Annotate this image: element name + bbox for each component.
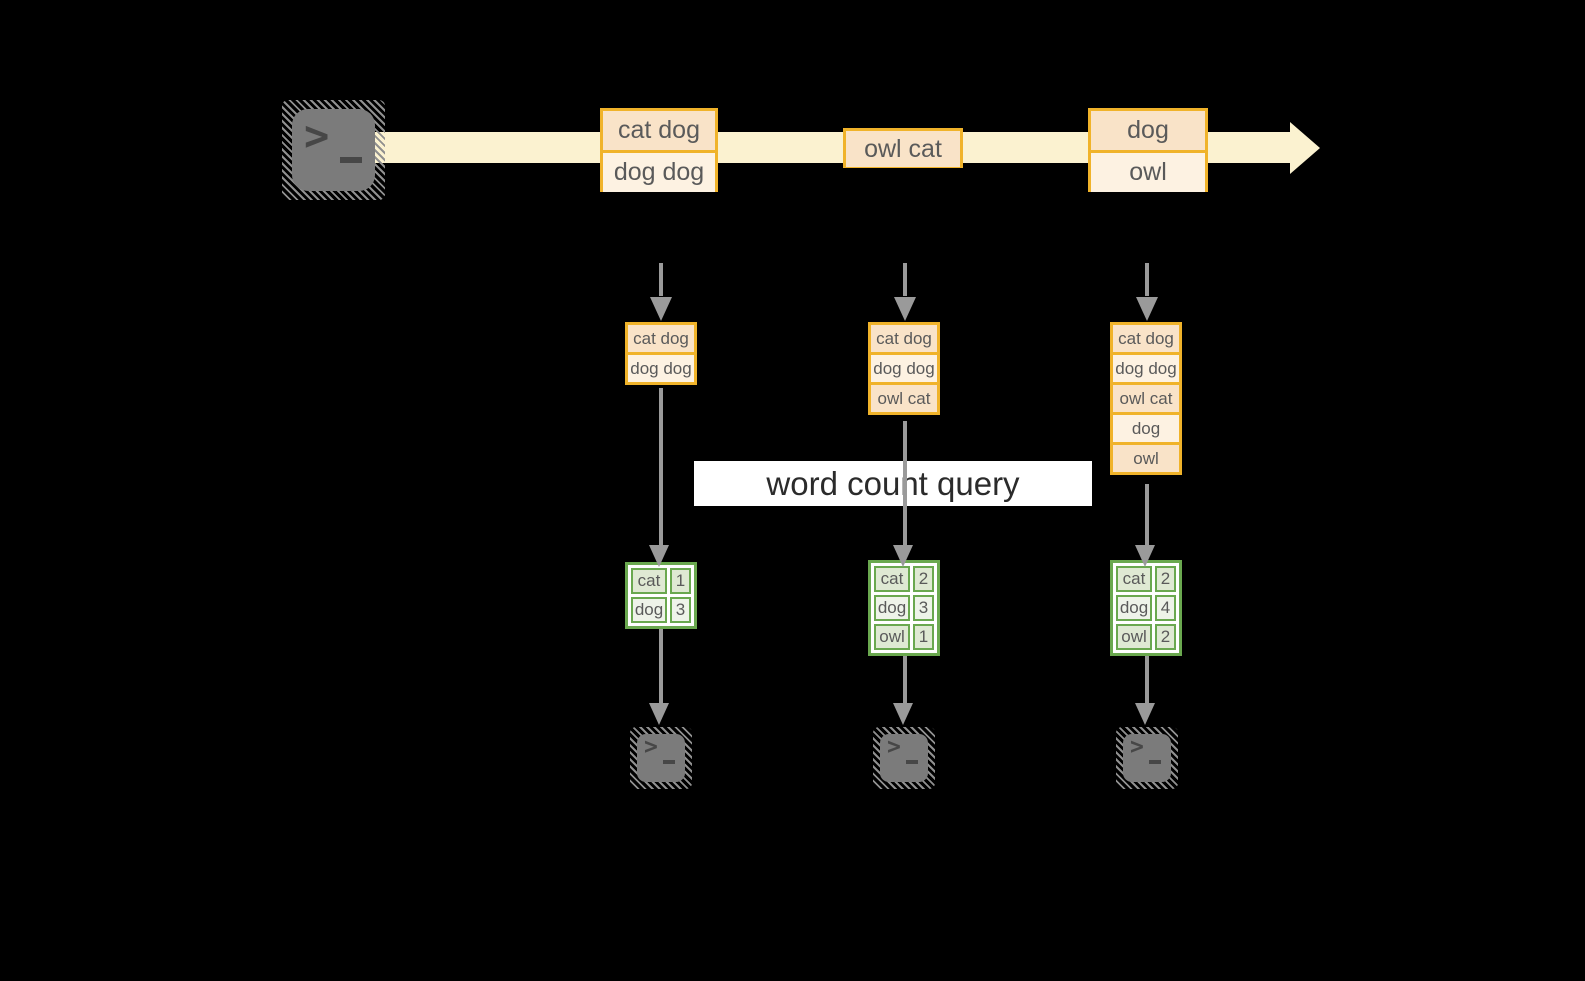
word-cell: dog [1116, 595, 1152, 621]
word-cell: cat [1116, 566, 1152, 592]
trigger-arrowhead-icon [894, 297, 916, 321]
batch-row: dog dog [625, 352, 697, 385]
trigger-dashed-arrow-3 [1145, 263, 1149, 296]
event-row: owl cat [846, 131, 960, 167]
count-cell: 2 [913, 566, 934, 592]
sink-terminal-icon-2: > [873, 727, 935, 789]
prompt-cursor-icon [663, 760, 675, 764]
prompt-chevron-icon: > [887, 734, 901, 760]
terminal-screen: > [292, 109, 375, 191]
batch-row: owl cat [1110, 382, 1182, 415]
batch-row: cat dog [625, 322, 697, 355]
count-cell: 2 [1155, 624, 1176, 650]
query-arrow-2 [903, 421, 907, 545]
trigger-dashed-arrow-2 [903, 263, 907, 296]
batch-row: dog dog [868, 352, 940, 385]
batch-row: cat dog [868, 322, 940, 355]
batch-row: dog [1110, 412, 1182, 445]
output-arrowhead-icon [893, 703, 913, 725]
query-arrowhead-icon [893, 545, 913, 567]
output-arrow-1 [659, 629, 663, 703]
micro-batch-stack-1: cat dog dog dog [625, 322, 697, 385]
output-arrowhead-icon [649, 703, 669, 725]
query-arrowhead-icon [1135, 545, 1155, 567]
prompt-cursor-icon [340, 157, 362, 163]
source-terminal-icon: > [282, 100, 385, 200]
count-cell: 3 [670, 597, 691, 623]
micro-batch-stack-2: cat dog dog dog owl cat [868, 322, 940, 415]
prompt-chevron-icon: > [304, 111, 330, 160]
terminal-screen: > [880, 734, 928, 782]
word-count-table-3: cat 2 dog 4 owl 2 [1110, 560, 1182, 656]
word-cell: owl [874, 624, 910, 650]
word-cell: dog [631, 597, 667, 623]
prompt-cursor-icon [1149, 760, 1161, 764]
output-arrow-2 [903, 656, 907, 703]
terminal-screen: > [1123, 734, 1171, 782]
count-cell: 4 [1155, 595, 1176, 621]
count-cell: 3 [913, 595, 934, 621]
stream-event-box-1: cat dog dog dog [600, 108, 718, 192]
query-arrow-1 [659, 388, 663, 545]
trigger-arrowhead-icon [1136, 297, 1158, 321]
sink-terminal-icon-3: > [1116, 727, 1178, 789]
word-count-table-2: cat 2 dog 3 owl 1 [868, 560, 940, 656]
stream-event-box-2: owl cat [843, 128, 963, 168]
output-arrow-3 [1145, 656, 1149, 703]
trigger-dashed-arrow-1 [659, 263, 663, 296]
batch-row: dog dog [1110, 352, 1182, 385]
word-cell: owl [1116, 624, 1152, 650]
count-cell: 2 [1155, 566, 1176, 592]
stream-event-box-3: dog owl [1088, 108, 1208, 192]
trigger-arrowhead-icon [650, 297, 672, 321]
count-cell: 1 [670, 568, 691, 594]
output-arrowhead-icon [1135, 703, 1155, 725]
query-arrowhead-icon [649, 545, 669, 567]
word-cell: cat [874, 566, 910, 592]
event-row: dog dog [603, 150, 715, 192]
word-cell: cat [631, 568, 667, 594]
query-label: word count query [694, 461, 1092, 506]
terminal-screen: > [637, 734, 685, 782]
word-cell: dog [874, 595, 910, 621]
prompt-chevron-icon: > [1130, 734, 1144, 760]
batch-row: owl cat [868, 382, 940, 415]
prompt-cursor-icon [906, 760, 918, 764]
batch-row: owl [1110, 442, 1182, 475]
event-row: dog [1091, 111, 1205, 150]
prompt-chevron-icon: > [644, 734, 658, 760]
event-row: cat dog [603, 111, 715, 150]
sink-terminal-icon-1: > [630, 727, 692, 789]
query-arrow-3 [1145, 484, 1149, 545]
count-cell: 1 [913, 624, 934, 650]
micro-batch-stack-3: cat dog dog dog owl cat dog owl [1110, 322, 1182, 475]
event-row: owl [1091, 150, 1205, 192]
word-count-table-1: cat 1 dog 3 [625, 562, 697, 629]
batch-row: cat dog [1110, 322, 1182, 355]
stream-arrowhead-icon [1290, 122, 1320, 174]
